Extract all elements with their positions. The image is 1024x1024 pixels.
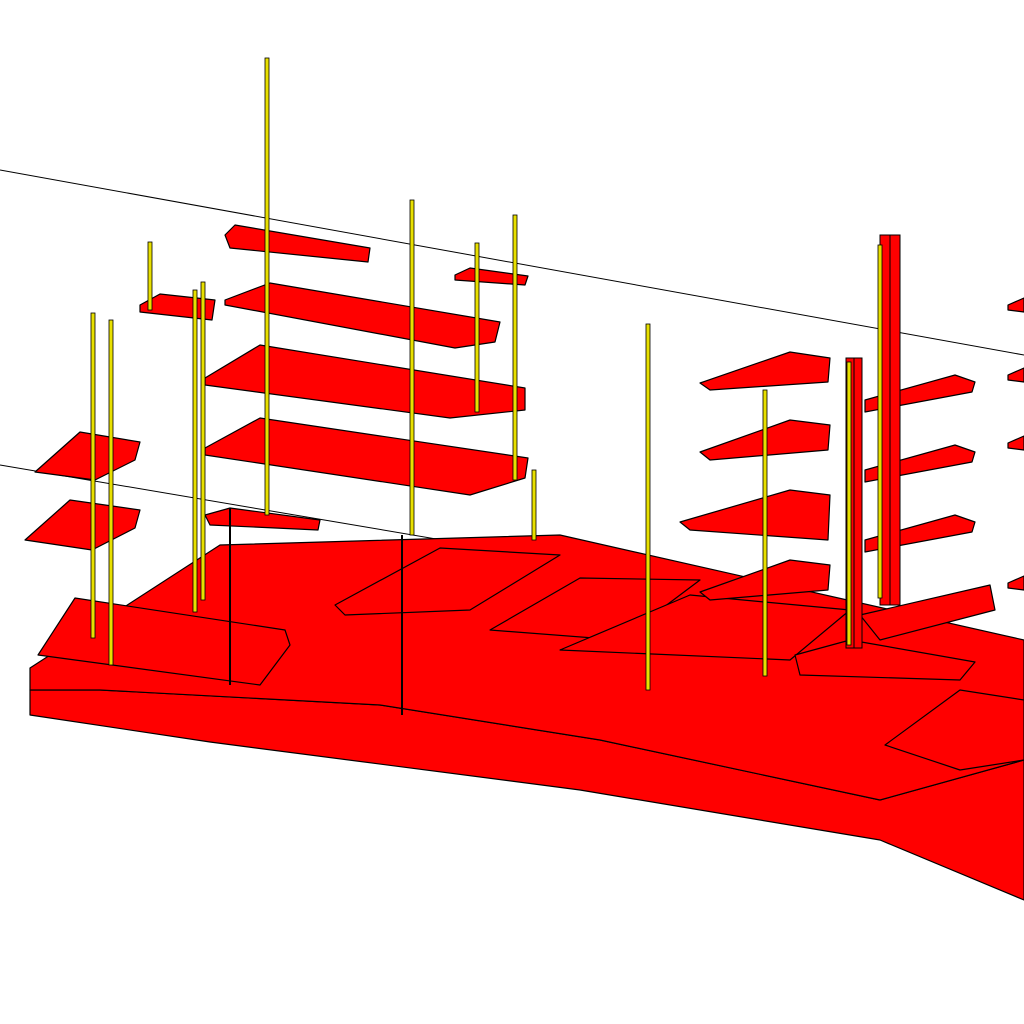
floor-slab-tower-a-3 — [679, 489, 831, 541]
floor-slab-mid-plate-1 — [334, 547, 561, 616]
column — [877, 244, 883, 599]
column — [264, 57, 270, 516]
base-slab — [29, 534, 1024, 901]
column — [192, 289, 198, 613]
floor-slab-left-upper — [34, 431, 141, 481]
floor-slab-right-edge-1 — [1007, 297, 1024, 313]
floor-slab-tower-b-base — [859, 584, 996, 641]
floor-slabs — [24, 224, 1024, 771]
floor-slab-right-edge-2 — [1007, 367, 1024, 383]
grid-lines — [0, 169, 1024, 561]
column — [512, 214, 518, 481]
floor-slab-right-ramp — [884, 689, 1024, 771]
floor-slab-center-top — [224, 282, 501, 349]
floor-slab-tower-a-1 — [699, 351, 831, 391]
column — [531, 469, 537, 541]
floor-slab-right-edge-4 — [1007, 575, 1024, 591]
floor-slab-lobby-box — [794, 639, 976, 681]
grid-line — [0, 169, 1024, 356]
column — [200, 281, 206, 601]
floor-slab-left-lower — [24, 499, 141, 551]
column — [409, 199, 415, 536]
column — [147, 241, 153, 311]
floor-slab-center-low — [204, 417, 529, 496]
concrete-cores — [845, 234, 901, 649]
column — [474, 242, 480, 413]
floor-slab-right-edge-3 — [1007, 435, 1024, 451]
column — [108, 319, 114, 666]
floor-slab-left-base-apron — [37, 597, 291, 686]
column — [90, 312, 96, 639]
floor-slab-canopy — [224, 224, 371, 263]
column — [762, 389, 768, 677]
column — [846, 361, 852, 646]
floor-slab-right-small-top — [454, 267, 529, 286]
column — [645, 323, 651, 691]
base-slab-top — [29, 534, 1024, 801]
floor-slab-center-podium — [204, 507, 321, 531]
columns — [90, 57, 883, 715]
